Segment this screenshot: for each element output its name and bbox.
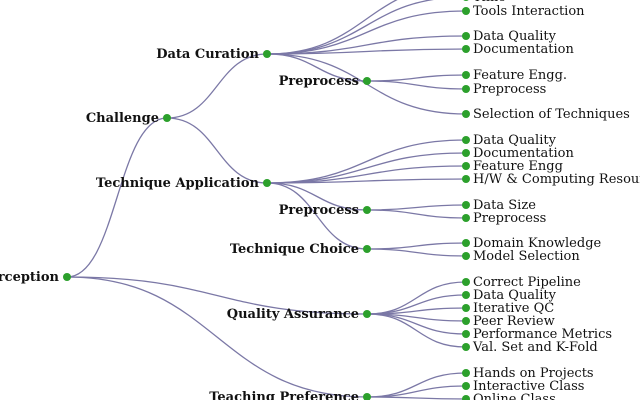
link-ta-preprocess-to-tap-data-size — [366, 204, 467, 211]
node-ta-data-quality — [462, 136, 470, 144]
node-perception — [63, 273, 71, 281]
link-ta-technique-choice-to-tc-domain-knowledge — [366, 242, 467, 250]
tree-links — [66, 0, 467, 400]
label-qa-performance-metrics: Performance Metrics — [473, 327, 612, 342]
link-teaching-preference-to-tp-online-class — [366, 396, 467, 400]
label-technique-application: Technique Application — [96, 176, 260, 191]
label-ta-data-quality: Data Quality — [473, 133, 557, 148]
link-quality-assurance-to-qa-correct-pipeline — [366, 281, 467, 315]
node-dcp-feature-engg — [462, 71, 470, 79]
label-perception: Perception — [0, 270, 60, 285]
label-dcp-preprocess: Preprocess — [473, 82, 546, 97]
link-challenge-to-data-curation — [166, 53, 268, 119]
node-qa-data-quality — [462, 291, 470, 299]
label-tp-hands-on-projects: Hands on Projects — [473, 366, 594, 381]
label-dc-preprocess: Preprocess — [279, 74, 359, 89]
node-qa-peer-review — [462, 317, 470, 325]
link-perception-to-quality-assurance — [66, 276, 368, 315]
node-dc-tools-interaction — [462, 7, 470, 15]
label-tp-online-class: Online Class — [473, 392, 556, 400]
label-dcp-feature-engg: Feature Engg. — [473, 68, 567, 83]
label-qa-data-quality: Data Quality — [473, 288, 557, 303]
label-ta-hw-computing-resource: H/W & Computing Resource — [473, 172, 640, 187]
link-quality-assurance-to-qa-val-set-kfold — [366, 313, 467, 348]
node-tc-model-selection — [462, 252, 470, 260]
node-tc-domain-knowledge — [462, 239, 470, 247]
link-ta-technique-choice-to-tc-model-selection — [366, 248, 467, 257]
link-quality-assurance-to-qa-iterative-qc — [366, 307, 467, 315]
node-qa-performance-metrics — [462, 330, 470, 338]
node-ta-preprocess — [363, 206, 371, 214]
label-data-curation: Data Curation — [156, 47, 259, 62]
node-dc-documentation — [462, 45, 470, 53]
link-data-curation-to-dc-time — [266, 0, 434, 55]
label-tp-interactive-class: Interactive Class — [473, 379, 584, 394]
label-qa-val-set-kfold: Val. Set and K-Fold — [472, 340, 598, 355]
node-dc-selection-of-techniques — [462, 110, 470, 118]
node-tp-online-class — [462, 395, 470, 400]
node-tap-preprocess — [462, 214, 470, 222]
label-qa-iterative-qc: Iterative QC — [473, 301, 554, 316]
node-technique-application — [263, 179, 271, 187]
node-qa-correct-pipeline — [462, 278, 470, 286]
link-perception-to-challenge — [66, 117, 168, 278]
node-quality-assurance — [363, 310, 371, 318]
node-data-curation — [263, 50, 271, 58]
label-tc-model-selection: Model Selection — [473, 249, 580, 264]
node-tap-data-size — [462, 201, 470, 209]
node-ta-documentation — [462, 149, 470, 157]
label-teaching-preference: Teaching Preference — [209, 390, 359, 400]
label-tap-data-size: Data Size — [473, 198, 536, 213]
link-teaching-preference-to-tp-hands-on-projects — [366, 372, 467, 398]
node-dc-data-quality — [462, 32, 470, 40]
node-ta-feature-engg — [462, 162, 470, 170]
label-ta-technique-choice: Technique Choice — [230, 242, 359, 257]
label-tap-preprocess: Preprocess — [473, 211, 546, 226]
node-dc-preprocess — [363, 77, 371, 85]
node-ta-technique-choice — [363, 245, 371, 253]
link-challenge-to-technique-application — [166, 117, 268, 184]
link-data-curation-to-dc-tools-interaction — [266, 10, 467, 55]
node-tp-hands-on-projects — [462, 369, 470, 377]
label-qa-peer-review: Peer Review — [473, 314, 555, 329]
link-technique-application-to-ta-preprocess — [266, 182, 368, 211]
link-data-curation-to-dc-hidden-1 — [266, 0, 398, 55]
label-ta-feature-engg: Feature Engg — [473, 159, 563, 174]
link-technique-application-to-ta-documentation — [266, 152, 467, 184]
node-challenge — [163, 114, 171, 122]
label-dc-tools-interaction: Tools Interaction — [473, 4, 585, 19]
label-quality-assurance: Quality Assurance — [227, 307, 359, 322]
link-ta-preprocess-to-tap-preprocess — [366, 209, 467, 219]
label-ta-documentation: Documentation — [473, 146, 574, 161]
link-technique-application-to-ta-technique-choice — [266, 182, 368, 250]
label-challenge: Challenge — [86, 111, 159, 126]
node-teaching-preference — [363, 393, 371, 400]
link-perception-to-teaching-preference — [66, 276, 368, 398]
node-tp-interactive-class — [462, 382, 470, 390]
link-dc-preprocess-to-dcp-preprocess — [366, 80, 467, 90]
link-dc-preprocess-to-dcp-feature-engg — [366, 74, 467, 82]
link-data-curation-to-dc-documentation — [266, 48, 467, 55]
link-teaching-preference-to-tp-interactive-class — [366, 385, 467, 398]
label-qa-correct-pipeline: Correct Pipeline — [473, 275, 581, 290]
label-dc-selection-of-techniques: Selection of Techniques — [473, 107, 630, 122]
node-qa-iterative-qc — [462, 304, 470, 312]
label-dc-documentation: Documentation — [473, 42, 574, 57]
node-ta-hw-computing-resource — [462, 175, 470, 183]
label-ta-preprocess: Preprocess — [279, 203, 359, 218]
node-dcp-preprocess — [462, 85, 470, 93]
label-dc-data-quality: Data Quality — [473, 29, 557, 44]
link-technique-application-to-ta-data-quality — [266, 139, 467, 184]
node-dc-time — [463, 0, 469, 1]
label-dc-time: Time — [473, 0, 506, 5]
node-qa-val-set-kfold — [462, 343, 470, 351]
label-tc-domain-knowledge: Domain Knowledge — [473, 236, 602, 251]
link-technique-application-to-ta-hw-computing-resource — [266, 178, 467, 184]
